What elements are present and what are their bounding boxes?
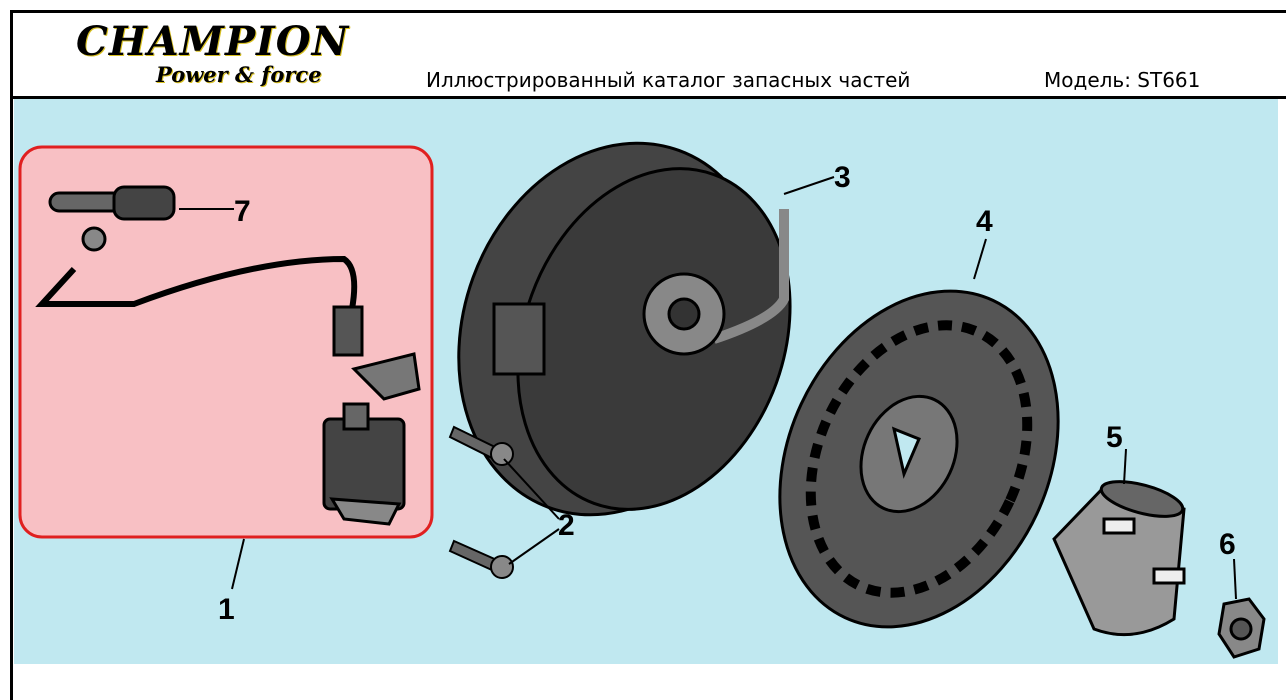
callout-1: 1 (218, 593, 235, 626)
logo-brand: CHAMPION (76, 18, 350, 65)
bolts-part-2 (448, 425, 514, 579)
ignition-coil-part-1 (322, 352, 421, 526)
callout-5: 5 (1106, 421, 1123, 454)
logo-tagline: Power & force (156, 62, 322, 87)
starter-cup-part-5 (1052, 480, 1186, 637)
callout-3: 3 (834, 161, 851, 194)
leader-lines (179, 176, 1237, 600)
fan-part-4 (778, 289, 1060, 629)
page-frame (10, 10, 1286, 700)
flywheel-part-3 (457, 141, 792, 517)
callout-7: 7 (234, 195, 251, 228)
header-divider (10, 96, 1286, 99)
model-label: Модель: ST661 (1044, 68, 1201, 92)
callout-4: 4 (976, 205, 993, 238)
callout-2: 2 (558, 509, 575, 542)
nut-part-6 (1217, 597, 1266, 659)
parts-diagram: 1 2 3 4 5 6 7 (14, 99, 1278, 664)
wire-terminal (332, 305, 364, 357)
page-title: Иллюстрированный каталог запасных частей (426, 68, 911, 92)
champion-logo: CHAMPION Power & force (76, 18, 356, 88)
exploded-view: 1 2 3 4 5 6 7 (18, 141, 1266, 659)
ignition-wire (35, 255, 358, 310)
spark-plug-cap-part-7 (48, 185, 176, 252)
callout-6: 6 (1219, 528, 1236, 561)
